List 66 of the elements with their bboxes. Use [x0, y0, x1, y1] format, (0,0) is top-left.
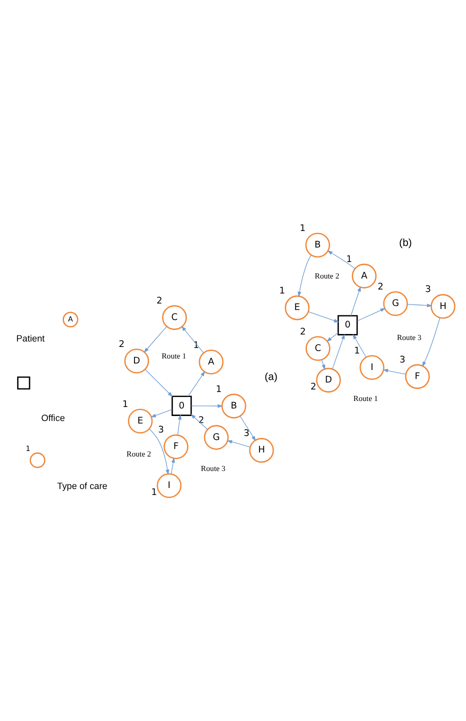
arrow	[350, 286, 361, 316]
node-circle: G	[383, 290, 408, 316]
node-label: 2	[310, 382, 316, 392]
node-circle: E	[284, 294, 310, 320]
arrow	[149, 428, 170, 474]
node-label: 3	[158, 425, 164, 436]
node-label: 1	[346, 254, 352, 264]
legend-label: Type of care	[57, 480, 108, 491]
node-label: 1	[216, 384, 222, 394]
node-label: 1	[122, 399, 128, 410]
arrow	[321, 358, 326, 370]
node-label: 3	[244, 428, 250, 439]
arrow	[190, 413, 208, 430]
node-circle: H	[430, 294, 456, 318]
label: (a)	[264, 372, 278, 383]
node-box: 0	[338, 314, 358, 335]
node-label: 1	[279, 286, 286, 296]
node-circle: A	[352, 263, 377, 288]
arrow	[327, 250, 356, 268]
node-label: 2	[300, 326, 306, 337]
arrow	[422, 317, 440, 366]
node-circle: I	[156, 472, 182, 498]
node-label: 1	[193, 340, 200, 350]
node-circle: B	[221, 393, 246, 418]
arrow	[240, 415, 256, 441]
label: (b)	[399, 237, 412, 248]
legend-label: Patient	[16, 333, 45, 344]
node-label: 2	[118, 339, 125, 350]
node-label: 2	[198, 416, 204, 426]
arrow	[332, 333, 345, 369]
arrow	[357, 308, 386, 321]
arrow	[144, 326, 167, 352]
node-box: 0	[172, 395, 192, 416]
arrow	[326, 332, 338, 342]
arrow	[170, 456, 175, 474]
node-circle: F	[164, 434, 188, 459]
node-circle: D	[316, 367, 341, 392]
arrow	[144, 368, 173, 396]
node-label: 1	[151, 487, 158, 498]
arrow	[298, 254, 312, 296]
node-circle: C	[162, 304, 187, 330]
arrow	[308, 310, 340, 322]
arrow	[181, 326, 204, 353]
node-label: 1	[354, 346, 360, 356]
arrow	[226, 440, 250, 447]
arrow	[190, 404, 223, 408]
node-circle: E	[128, 408, 153, 434]
node-label: 2	[378, 282, 384, 292]
arrow	[150, 408, 172, 417]
node-label: 3	[400, 354, 406, 365]
node-circle: G	[204, 424, 229, 450]
node-circle: I	[360, 354, 384, 380]
node-circle: F	[405, 364, 430, 388]
node-circle: B	[305, 232, 330, 258]
arrow	[406, 303, 432, 307]
arrow	[352, 333, 366, 358]
arrow	[177, 414, 182, 435]
arrow	[188, 370, 206, 396]
node-label: 1	[300, 223, 306, 234]
node-circle: C	[306, 336, 330, 360]
node-label: 2	[156, 296, 162, 306]
node-circle: H	[249, 437, 274, 462]
legend-label: Office	[41, 412, 65, 423]
node-circle: A	[198, 349, 224, 374]
arrow	[382, 368, 406, 374]
node-label: 3	[425, 284, 431, 295]
